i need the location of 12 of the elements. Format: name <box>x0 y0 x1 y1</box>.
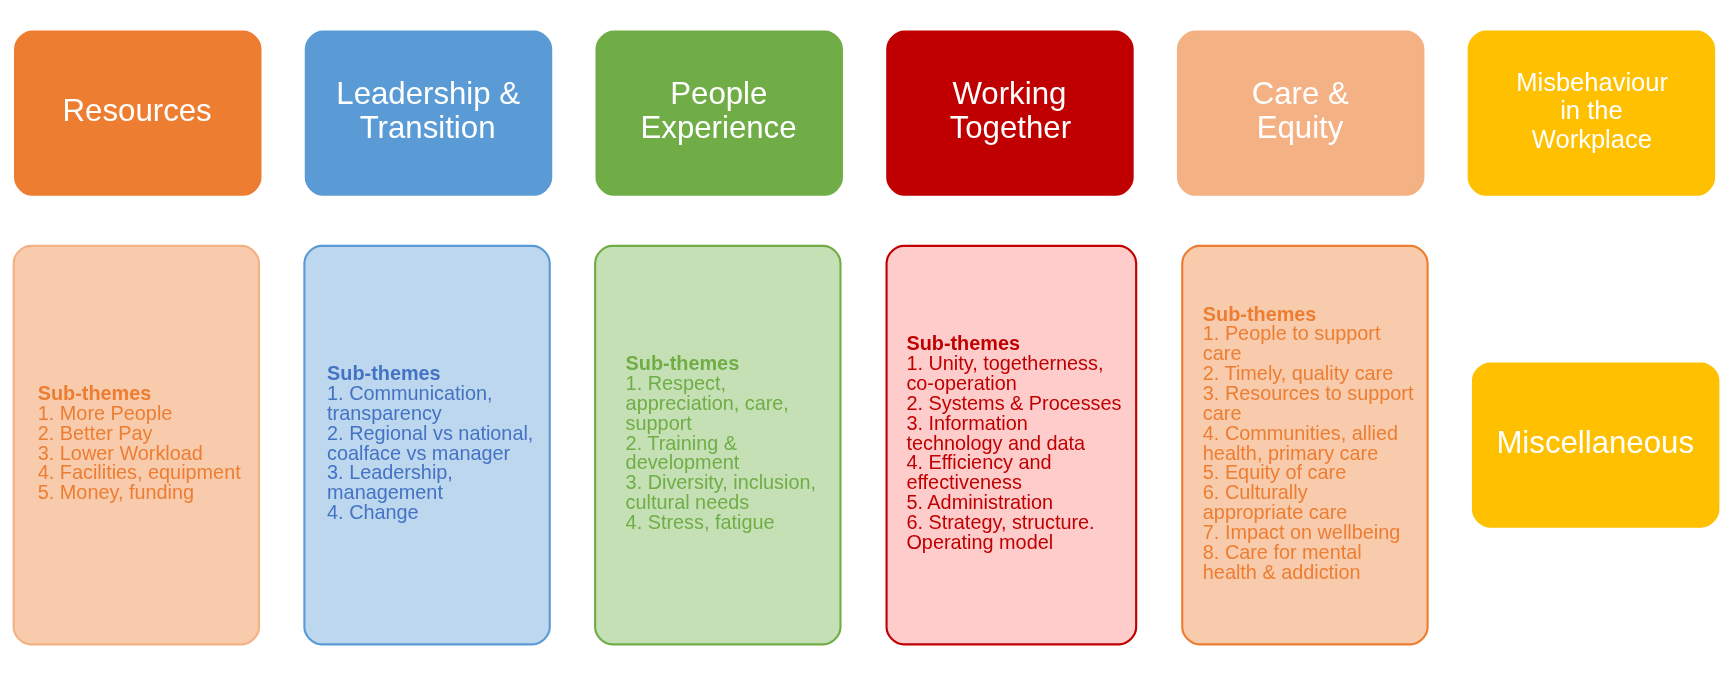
node-box: Sub-themes 1. People to support care 2. Timely, quality care 3. Resources to support care 4. Communities, allied health, primary care 5. Equity of care 6. Culturally appropriate care 7. Impact on wellbeing 8. Care for mental health & addiction <box>1181 244 1429 645</box>
node-box: Sub-themes 1. Communication, transparency 2. Regional vs national, coalface vs manager 3. Leadership, management 4. Change <box>303 244 551 645</box>
node-box: Sub-themes 1. More People 2. Better Pay 3. Lower Workload 4. Facilities, equipment 5. Money, funding <box>12 244 261 645</box>
node-box: Leadership & Transition <box>304 30 553 196</box>
node-box: Resources <box>14 30 262 196</box>
node-box: Miscellaneous <box>1471 361 1720 528</box>
node-box: Working Together <box>886 30 1134 196</box>
node-box: Sub-themes 1. Unity, togetherness, co-operation 2. Systems & Processes 3. Information technology and data 4. Efficiency and effectiveness 5. Administration 6. Strategy, structure. Operating model <box>885 244 1138 645</box>
node-box: Sub-themes 1. Respect, appreciation, care, support 2. Training & development 3. Diversity, inclusion, cultural needs 4. Stress, fatigue <box>594 244 842 645</box>
node-box: Misbehaviour in the Workplace <box>1467 30 1716 196</box>
node-box: Care & Equity <box>1176 30 1425 196</box>
node-box: People Experience <box>595 30 843 196</box>
